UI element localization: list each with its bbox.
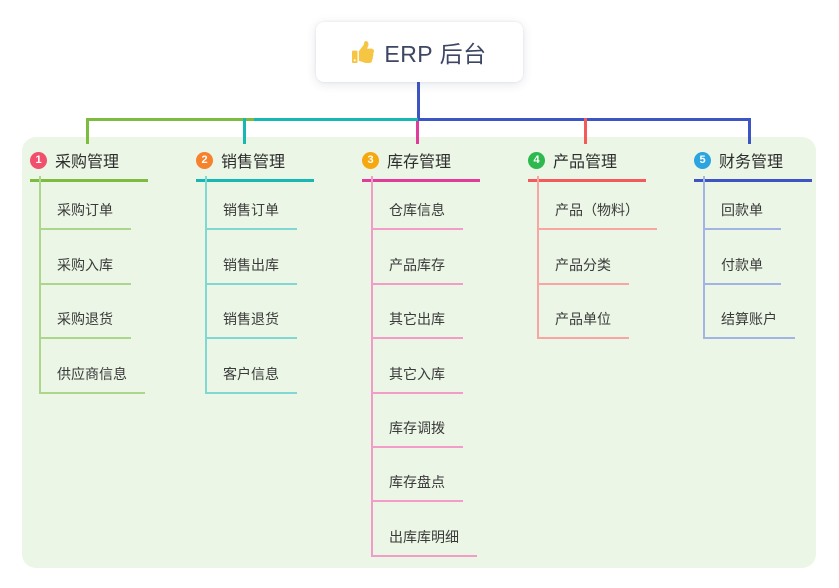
child-node[interactable]: 采购订单 xyxy=(41,176,145,231)
child-node[interactable]: 库存调拨 xyxy=(373,394,477,448)
root-node-label: ERP 后台 xyxy=(384,41,487,67)
branch-subtree: 采购订单采购入库采购退货供应商信息 xyxy=(39,176,145,394)
child-node[interactable]: 供应商信息 xyxy=(41,339,145,394)
branch-node[interactable]: 4 产品管理 xyxy=(528,148,646,182)
root-node[interactable]: ERP 后台 xyxy=(316,22,523,82)
branch-node[interactable]: 2 销售管理 xyxy=(196,148,314,182)
child-node-label: 其它入库 xyxy=(373,364,463,394)
branch-node[interactable]: 5 财务管理 xyxy=(694,148,812,182)
child-node-label: 产品分类 xyxy=(539,255,629,285)
child-node[interactable]: 销售出库 xyxy=(207,230,297,285)
branch-node[interactable]: 3 库存管理 xyxy=(362,148,480,182)
child-node[interactable]: 产品库存 xyxy=(373,230,477,285)
child-node[interactable]: 回款单 xyxy=(705,176,795,231)
connector-line xyxy=(417,82,420,118)
branch-badge: 4 xyxy=(528,151,545,169)
branch-badge: 5 xyxy=(694,151,711,169)
mindmap-canvas xyxy=(22,137,816,568)
child-node[interactable]: 产品单位 xyxy=(539,285,657,340)
branch-subtree: 销售订单销售出库销售退货客户信息 xyxy=(205,176,297,394)
branch-subtree: 仓库信息产品库存其它出库其它入库库存调拨库存盘点出库库明细 xyxy=(371,176,477,557)
child-node-label: 产品单位 xyxy=(539,309,629,340)
child-node-label: 库存调拨 xyxy=(373,418,463,448)
child-node[interactable]: 采购入库 xyxy=(41,230,145,285)
connector-line xyxy=(748,118,751,144)
branch-title: 产品管理 xyxy=(553,154,618,171)
child-node-label: 产品库存 xyxy=(373,255,463,285)
child-node-label: 销售订单 xyxy=(207,200,297,231)
branch-badge: 1 xyxy=(30,151,47,169)
child-node[interactable]: 销售订单 xyxy=(207,176,297,231)
branch-badge: 2 xyxy=(196,151,213,169)
child-node[interactable]: 销售退货 xyxy=(207,285,297,340)
child-node-label: 产品（物料） xyxy=(539,200,657,231)
child-node[interactable]: 其它出库 xyxy=(373,285,477,340)
child-node-label: 其它出库 xyxy=(373,309,463,340)
child-node[interactable]: 客户信息 xyxy=(207,339,297,394)
connector-line xyxy=(86,118,254,121)
child-node-label: 销售出库 xyxy=(207,255,297,285)
child-node[interactable]: 产品（物料） xyxy=(539,176,657,231)
connector-line xyxy=(86,118,89,144)
child-node-label: 客户信息 xyxy=(207,364,297,394)
child-node-label: 付款单 xyxy=(705,255,781,285)
child-node[interactable]: 采购退货 xyxy=(41,285,145,340)
connector-line xyxy=(584,118,587,144)
branch-node[interactable]: 1 采购管理 xyxy=(30,148,148,182)
branch-title: 采购管理 xyxy=(55,154,120,171)
child-node-label: 采购入库 xyxy=(41,255,131,285)
child-node-label: 回款单 xyxy=(705,200,781,231)
child-node-label: 出库库明细 xyxy=(373,527,477,557)
child-node-label: 采购订单 xyxy=(41,200,131,231)
branch-badge: 3 xyxy=(362,151,379,169)
child-node[interactable]: 付款单 xyxy=(705,230,795,285)
connector-line xyxy=(416,121,419,144)
child-node[interactable]: 库存盘点 xyxy=(373,448,477,503)
child-node[interactable]: 出库库明细 xyxy=(373,502,477,557)
child-node-label: 库存盘点 xyxy=(373,472,463,503)
branch-subtree: 回款单付款单结算账户 xyxy=(703,176,795,340)
branch-title: 销售管理 xyxy=(221,154,286,171)
connector-line xyxy=(254,118,418,121)
child-node-label: 销售退货 xyxy=(207,309,297,340)
branch-title: 库存管理 xyxy=(387,154,452,171)
child-node[interactable]: 其它入库 xyxy=(373,339,477,394)
thumbs-up-icon xyxy=(352,41,375,63)
child-node-label: 结算账户 xyxy=(705,309,795,340)
branch-title: 财务管理 xyxy=(719,154,784,171)
child-node[interactable]: 产品分类 xyxy=(539,230,657,285)
connector-line xyxy=(243,118,246,144)
child-node-label: 采购退货 xyxy=(41,309,131,340)
child-node[interactable]: 结算账户 xyxy=(705,285,795,340)
child-node[interactable]: 仓库信息 xyxy=(373,176,477,231)
child-node-label: 供应商信息 xyxy=(41,364,145,394)
child-node-label: 仓库信息 xyxy=(373,200,463,231)
branch-subtree: 产品（物料） 产品分类产品单位 xyxy=(537,176,657,340)
